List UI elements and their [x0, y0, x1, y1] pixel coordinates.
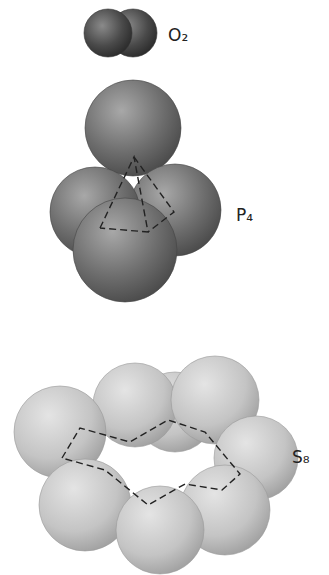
formula-label: S₈ — [292, 448, 310, 467]
s8-model — [14, 356, 298, 574]
o2-model — [84, 9, 157, 57]
formula-label: O₂ — [168, 26, 188, 45]
formula-label: P₄ — [236, 206, 253, 225]
p4-tetrahedron — [100, 157, 174, 232]
s8-ring — [62, 420, 240, 505]
p4-model — [50, 80, 221, 302]
